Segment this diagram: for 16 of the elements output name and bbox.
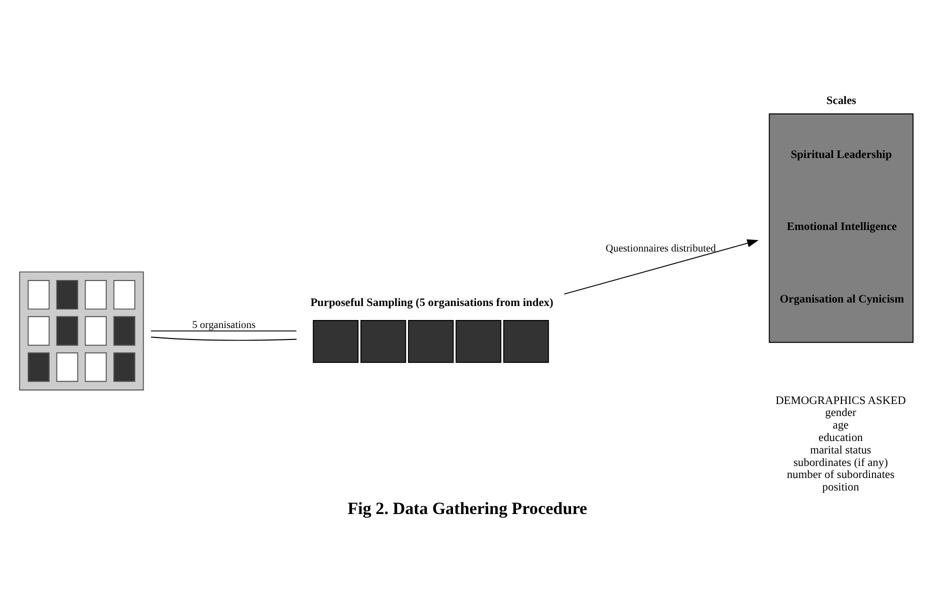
edge-label: Questionnaires distributed [606,244,716,255]
caption: Fig 2. Data Gathering Procedure [348,499,588,518]
label: education [818,432,863,444]
node-label: Purposeful Sampling (5 organisations from index) [310,296,554,309]
label: age [832,420,849,432]
connector [150,336,298,341]
label: number of subordinates [786,469,895,482]
label: subordinates (if any) [793,456,888,469]
edge-label: 5 organisations [192,320,256,331]
connector [150,330,297,332]
label: DEMOGRAPHICS ASKED [776,394,906,407]
label: gender [825,407,856,420]
label: position [822,481,860,494]
node-label: Scales [826,94,856,107]
arrow [564,239,759,295]
label: marital status [810,444,872,456]
